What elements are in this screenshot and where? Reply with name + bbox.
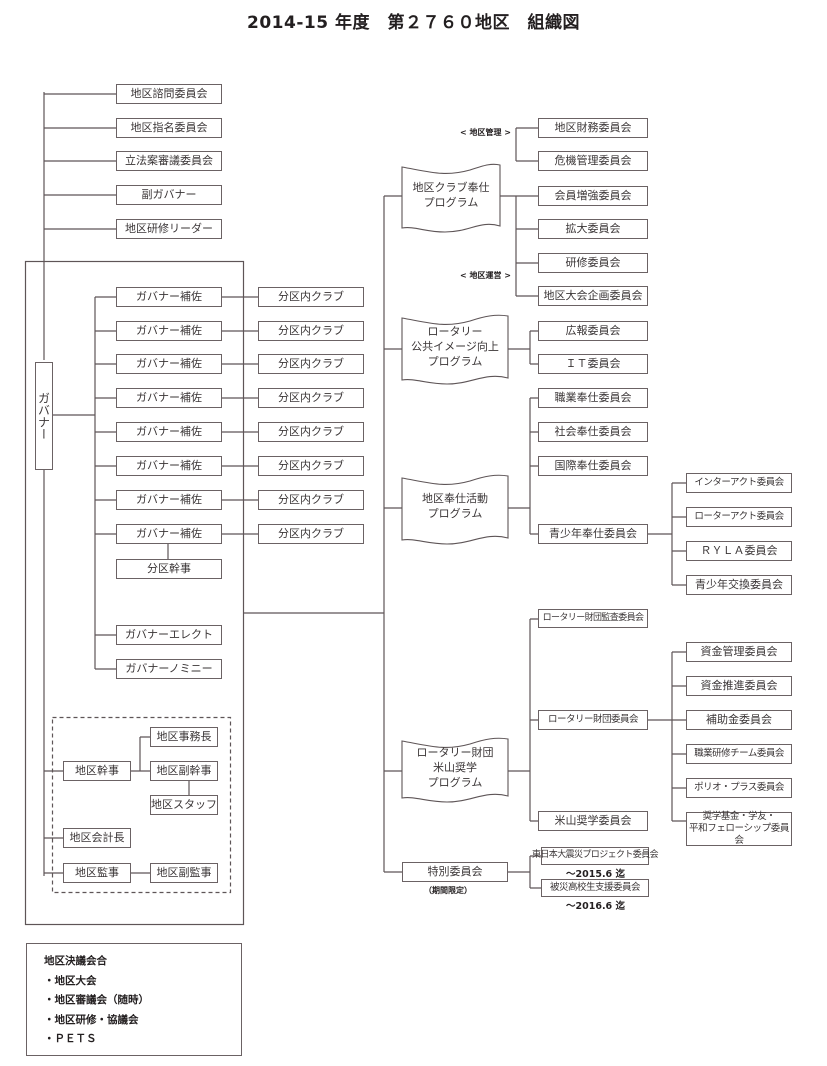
page-title: 2014-15 年度 第２７６０地区 組織図 xyxy=(247,13,580,33)
legend-heading: 地区決議会合 xyxy=(44,955,107,967)
governor-elect-box: ガバナーエレクト xyxy=(116,625,222,645)
fund-management-committee-box: 資金管理委員会 xyxy=(686,642,792,662)
section-clubs-box: 分区内クラブ xyxy=(258,354,364,374)
section-clubs-box: 分区内クラブ xyxy=(258,321,364,341)
vocational-service-committee-box: 職業奉仕委員会 xyxy=(538,388,648,408)
assistant-governor-box: ガバナー補佐 xyxy=(116,321,222,341)
district-secretary-box: 地区幹事 xyxy=(63,761,131,781)
assistant-governor-box: ガバナー補佐 xyxy=(116,388,222,408)
foundation-committee-box: ロータリー財団委員会 xyxy=(538,710,648,730)
legend-item: ・地区大会 xyxy=(44,974,97,987)
polio-plus-committee-box: ポリオ・プラス委員会 xyxy=(686,778,792,798)
international-service-committee-box: 国際奉仕委員会 xyxy=(538,456,648,476)
grants-committee-box: 補助金委員会 xyxy=(686,710,792,730)
it-committee-box: ＩＴ委員会 xyxy=(538,354,648,374)
nominating-committee-box: 地区指名委員会 xyxy=(116,118,222,138)
community-service-committee-box: 社会奉仕委員会 xyxy=(538,422,648,442)
section-clubs-box: 分区内クラブ xyxy=(258,524,364,544)
training-committee-box: 研修委員会 xyxy=(538,253,648,273)
disaster-student-support-period: ～2016.6 迄 xyxy=(566,901,625,912)
legend-item: ・地区研修・協議会 xyxy=(44,1013,139,1026)
interact-committee-box: インターアクト委員会 xyxy=(686,473,792,493)
legend-item: ・ＰＥＴＳ xyxy=(44,1033,97,1045)
service-program-title: 地区奉仕活動 プログラム xyxy=(422,492,488,520)
foundation-audit-committee-box: ロータリー財団監査委員会 xyxy=(538,609,648,628)
district-management-note: < 地区管理 > xyxy=(460,128,511,137)
ryla-committee-box: ＲＹＬＡ委員会 xyxy=(686,541,792,561)
district-operations-note: < 地区運営 > xyxy=(460,271,511,280)
pr-committee-box: 広報委員会 xyxy=(538,321,648,341)
assistant-governor-box: ガバナー補佐 xyxy=(116,422,222,442)
youth-service-committee-box: 青少年奉仕委員会 xyxy=(538,524,648,544)
earthquake-project-committee-box: 東日本大震災プロジェクト委員会 xyxy=(532,847,659,865)
club-service-program-title: 地区クラブ奉仕 プログラム xyxy=(412,181,490,209)
office-chief-box: 地区事務長 xyxy=(150,727,218,747)
vice-auditor-box: 地区副監事 xyxy=(150,863,218,883)
rotaract-committee-box: ローターアクト委員会 xyxy=(686,507,792,527)
disaster-student-support-committee-box: 被災高校生支援委員会 xyxy=(541,879,649,897)
scholarship-peace-fellowship-committee-box: 奨学基金・学友・ 平和フェローシップ委員会 xyxy=(686,811,792,846)
treasurer-box: 地区会計長 xyxy=(63,828,131,848)
finance-committee-box: 地区財務委員会 xyxy=(538,118,648,138)
vtt-committee-box: 職業研修チーム委員会 xyxy=(686,744,792,764)
earthquake-project-period: ～2015.6 迄 xyxy=(566,869,625,880)
legislation-committee-box: 立法案審議委員会 xyxy=(116,151,222,171)
section-clubs-box: 分区内クラブ xyxy=(258,422,364,442)
district-meetings-legend: 地区決議会合 ・地区大会 ・地区審議会（随時） ・地区研修・協議会 ・ＰＥＴＳ xyxy=(26,943,242,1056)
assistant-governor-box: ガバナー補佐 xyxy=(116,287,222,307)
vice-governor-box: 副ガバナー xyxy=(116,185,222,205)
section-clubs-box: 分区内クラブ xyxy=(258,490,364,510)
assistant-governor-box: ガバナー補佐 xyxy=(116,490,222,510)
fund-promotion-committee-box: 資金推進委員会 xyxy=(686,676,792,696)
assistant-governor-box: ガバナー補佐 xyxy=(116,524,222,544)
foundation-program-title: ロータリー財団 米山奨学 プログラム xyxy=(416,746,494,789)
assistant-governor-box: ガバナー補佐 xyxy=(116,354,222,374)
advisory-committee-box: 地区諮問委員会 xyxy=(116,84,222,104)
governor-nominee-box: ガバナーノミニー xyxy=(116,659,222,679)
conference-committee-box: 地区大会企画委員会 xyxy=(538,286,648,306)
training-leader-box: 地区研修リーダー xyxy=(116,219,222,239)
assistant-governor-box: ガバナー補佐 xyxy=(116,456,222,476)
section-clubs-box: 分区内クラブ xyxy=(258,388,364,408)
legend-item: ・地区審議会（随時） xyxy=(44,994,149,1006)
extension-committee-box: 拡大委員会 xyxy=(538,219,648,239)
section-clubs-box: 分区内クラブ xyxy=(258,456,364,476)
district-staff-box: 地区スタッフ xyxy=(150,795,218,815)
yoneyama-committee-box: 米山奨学委員会 xyxy=(538,811,648,831)
governor-box: ガバナー xyxy=(35,362,53,470)
auditor-box: 地区監事 xyxy=(63,863,131,883)
vice-secretary-box: 地区副幹事 xyxy=(150,761,218,781)
risk-management-committee-box: 危機管理委員会 xyxy=(538,151,648,171)
youth-exchange-committee-box: 青少年交換委員会 xyxy=(686,575,792,595)
public-image-program-title: ロータリー 公共イメージ向上 プログラム xyxy=(411,325,499,368)
section-secretary-box: 分区幹事 xyxy=(116,559,222,579)
membership-committee-box: 会員増強委員会 xyxy=(538,186,648,206)
section-clubs-box: 分区内クラブ xyxy=(258,287,364,307)
special-committee-subtitle: （期間限定） xyxy=(424,886,472,895)
special-committee-box: 特別委員会 xyxy=(402,862,508,882)
